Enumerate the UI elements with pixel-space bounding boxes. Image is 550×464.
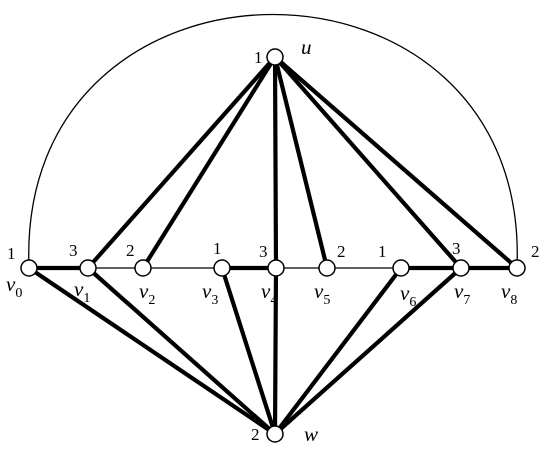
vertex-v0-number: 1 — [7, 244, 16, 263]
vertex-v8-name: v — [501, 279, 511, 303]
vertex-w-number: 2 — [251, 425, 260, 444]
edge-u-v4 — [272, 54, 279, 271]
vertex-v8-subscript: 8 — [510, 293, 517, 308]
edge-v0-v8 — [28, 14, 518, 269]
vertex-v1-number: 3 — [69, 241, 78, 260]
vertex-v4-number: 3 — [259, 242, 268, 261]
vertex-v3-number: 1 — [213, 239, 222, 258]
vertex-v5-label: v5 — [314, 279, 330, 308]
vertex-v2-subscript: 2 — [148, 293, 155, 308]
edge-u-v5 — [272, 54, 330, 271]
vertex-v2-name: v — [139, 279, 149, 303]
vertex-v4 — [267, 259, 285, 277]
vertex-v0-name: v — [6, 272, 16, 296]
vertex-v7-name: v — [454, 279, 464, 303]
vertex-u-number: 1 — [254, 48, 263, 67]
edges-layer — [26, 14, 520, 437]
vertex-w — [266, 425, 284, 443]
vertex-v1-name: v — [74, 277, 84, 301]
vertex-v0-label: v0 — [6, 272, 22, 301]
vertex-v7-number: 3 — [452, 239, 461, 258]
edge-w-v6 — [272, 265, 404, 437]
vertex-u-label: u — [301, 35, 312, 59]
vertex-v3-label: v3 — [202, 279, 218, 308]
vertex-v6-subscript: 6 — [409, 295, 416, 310]
edge-u-v7 — [272, 54, 464, 271]
edge-w-v4 — [272, 265, 279, 437]
vertex-v0 — [20, 259, 38, 277]
vertex-w-label: w — [304, 422, 318, 446]
edge-u-v2 — [140, 54, 278, 271]
vertex-v8-label: v8 — [501, 279, 517, 308]
vertex-v5-number: 2 — [337, 242, 346, 261]
edge-u-v1 — [85, 54, 278, 271]
vertex-v1 — [79, 259, 97, 277]
vertex-v4-name: v — [261, 279, 271, 303]
vertex-v6 — [392, 259, 410, 277]
vertices-layer — [20, 48, 526, 443]
vertex-v6-name: v — [400, 281, 410, 305]
vertex-v5-subscript: 5 — [323, 293, 330, 308]
edge-w-v1 — [85, 265, 278, 437]
vertex-v6-number: 1 — [378, 242, 387, 261]
vertex-v3-name: v — [202, 279, 212, 303]
vertex-v8 — [508, 259, 526, 277]
edge-w-v0 — [26, 265, 278, 437]
vertex-v7-label: v7 — [454, 279, 470, 308]
vertex-v4-label: v4 — [261, 279, 277, 308]
vertex-u-name: u — [301, 35, 312, 59]
edge-w-v3 — [219, 265, 278, 437]
vertex-v1-subscript: 1 — [83, 291, 90, 306]
vertex-v7 — [452, 259, 470, 277]
edge-u-v8 — [272, 54, 520, 271]
vertex-v4-subscript: 4 — [270, 293, 277, 308]
vertex-v7-subscript: 7 — [463, 293, 470, 308]
vertex-v5 — [318, 259, 336, 277]
vertex-v2-number: 2 — [126, 241, 135, 260]
vertex-w-name: w — [304, 422, 318, 446]
vertex-u — [266, 48, 284, 66]
edge-w-v7 — [272, 265, 464, 437]
vertex-v6-label: v6 — [400, 281, 416, 310]
vertex-v2 — [134, 259, 152, 277]
vertex-v3 — [213, 259, 231, 277]
vertex-v8-number: 2 — [531, 242, 540, 261]
vertex-v3-subscript: 3 — [211, 293, 218, 308]
vertex-v5-name: v — [314, 279, 324, 303]
vertex-v2-label: v2 — [139, 279, 155, 308]
vertex-v0-subscript: 0 — [15, 286, 22, 301]
vertex-v1-label: v1 — [74, 277, 90, 306]
